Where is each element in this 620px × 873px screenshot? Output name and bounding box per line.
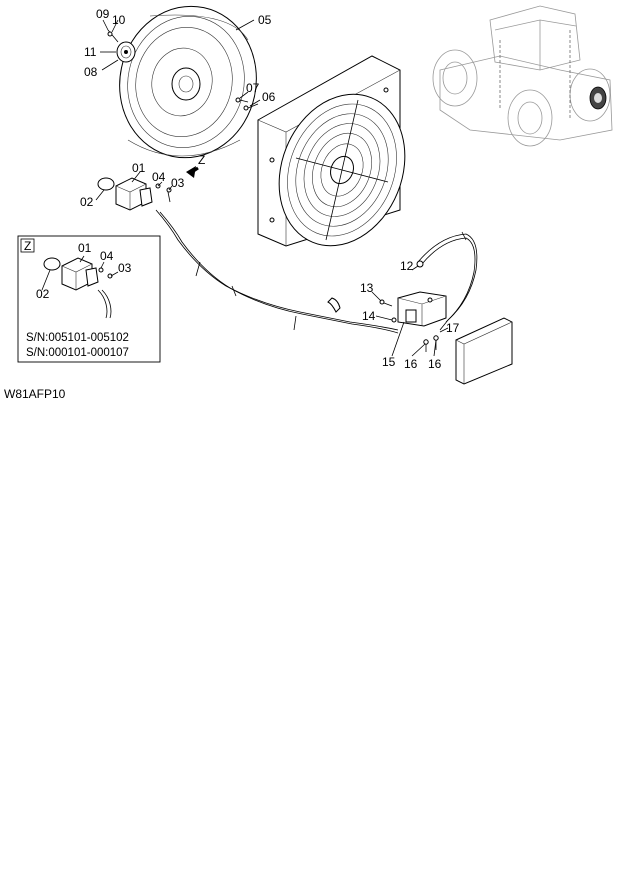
callout-06: 06 (262, 90, 276, 104)
leader-lines (95, 19, 449, 357)
figure-code: W81AFP10 (4, 387, 66, 401)
machine-outline (432, 5, 613, 147)
detail-title: Z (24, 239, 31, 253)
bolts-06-07 (235, 97, 259, 111)
callout-03: 03 (171, 176, 185, 190)
detail-callout-01: 01 (78, 241, 92, 255)
serial-number-2: S/N:000101-000107 (26, 347, 129, 359)
callout-15: 15 (382, 355, 396, 369)
cooling-fan-guard (278, 93, 406, 247)
wiring-harness (155, 209, 478, 334)
callout-16-right: 16 (428, 357, 442, 371)
callout-12: 12 (400, 259, 414, 273)
exploded-parts-diagram: 09 10 11 08 05 07 06 Z 01 04 03 02 12 13… (4, 5, 613, 401)
side-panel (455, 317, 513, 385)
serial-number-1: S/N:005101-005102 (26, 332, 129, 344)
callout-16-left: 16 (404, 357, 418, 371)
callout-08: 08 (84, 65, 98, 79)
view-arrow-label: Z (198, 153, 205, 167)
callout-01: 01 (132, 161, 146, 175)
relay-block (397, 291, 447, 327)
callout-11: 11 (84, 45, 97, 59)
callout-02: 02 (80, 195, 94, 209)
detail-view-z: Z 01 04 03 02 S/N:005101-005102 S/N:0001… (17, 235, 161, 363)
callout-13: 13 (360, 281, 374, 295)
detail-callout-04: 04 (100, 249, 114, 263)
callout-05: 05 (258, 13, 272, 27)
hub-assembly (107, 29, 136, 63)
pump-unit (97, 177, 172, 211)
callout-10: 10 (112, 13, 126, 27)
detail-callout-03: 03 (118, 261, 132, 275)
callout-09: 09 (96, 7, 110, 21)
view-arrow-z (186, 166, 199, 178)
drum-wheel (119, 5, 257, 159)
detail-callout-02: 02 (36, 287, 50, 301)
callout-04: 04 (152, 170, 166, 184)
callout-07: 07 (246, 81, 260, 95)
callout-14: 14 (362, 309, 376, 323)
callout-17: 17 (446, 321, 460, 335)
